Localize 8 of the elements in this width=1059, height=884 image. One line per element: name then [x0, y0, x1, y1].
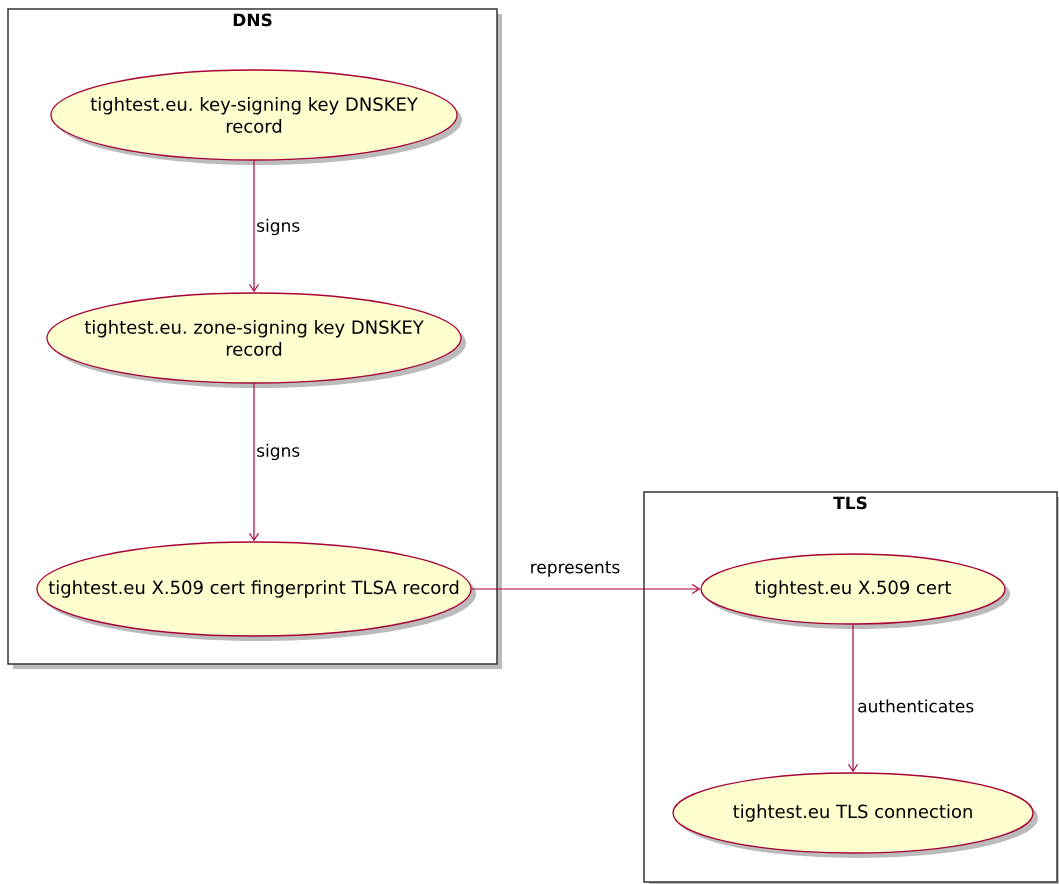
edge-label: signs [257, 218, 300, 236]
edge-label: represents [531, 561, 620, 577]
arrow [471, 583, 701, 595]
arrow [847, 624, 859, 773]
arrow [248, 160, 260, 293]
edge-label: authenticates [858, 699, 974, 713]
edge-label: signs [257, 443, 300, 461]
arrow [248, 383, 260, 542]
